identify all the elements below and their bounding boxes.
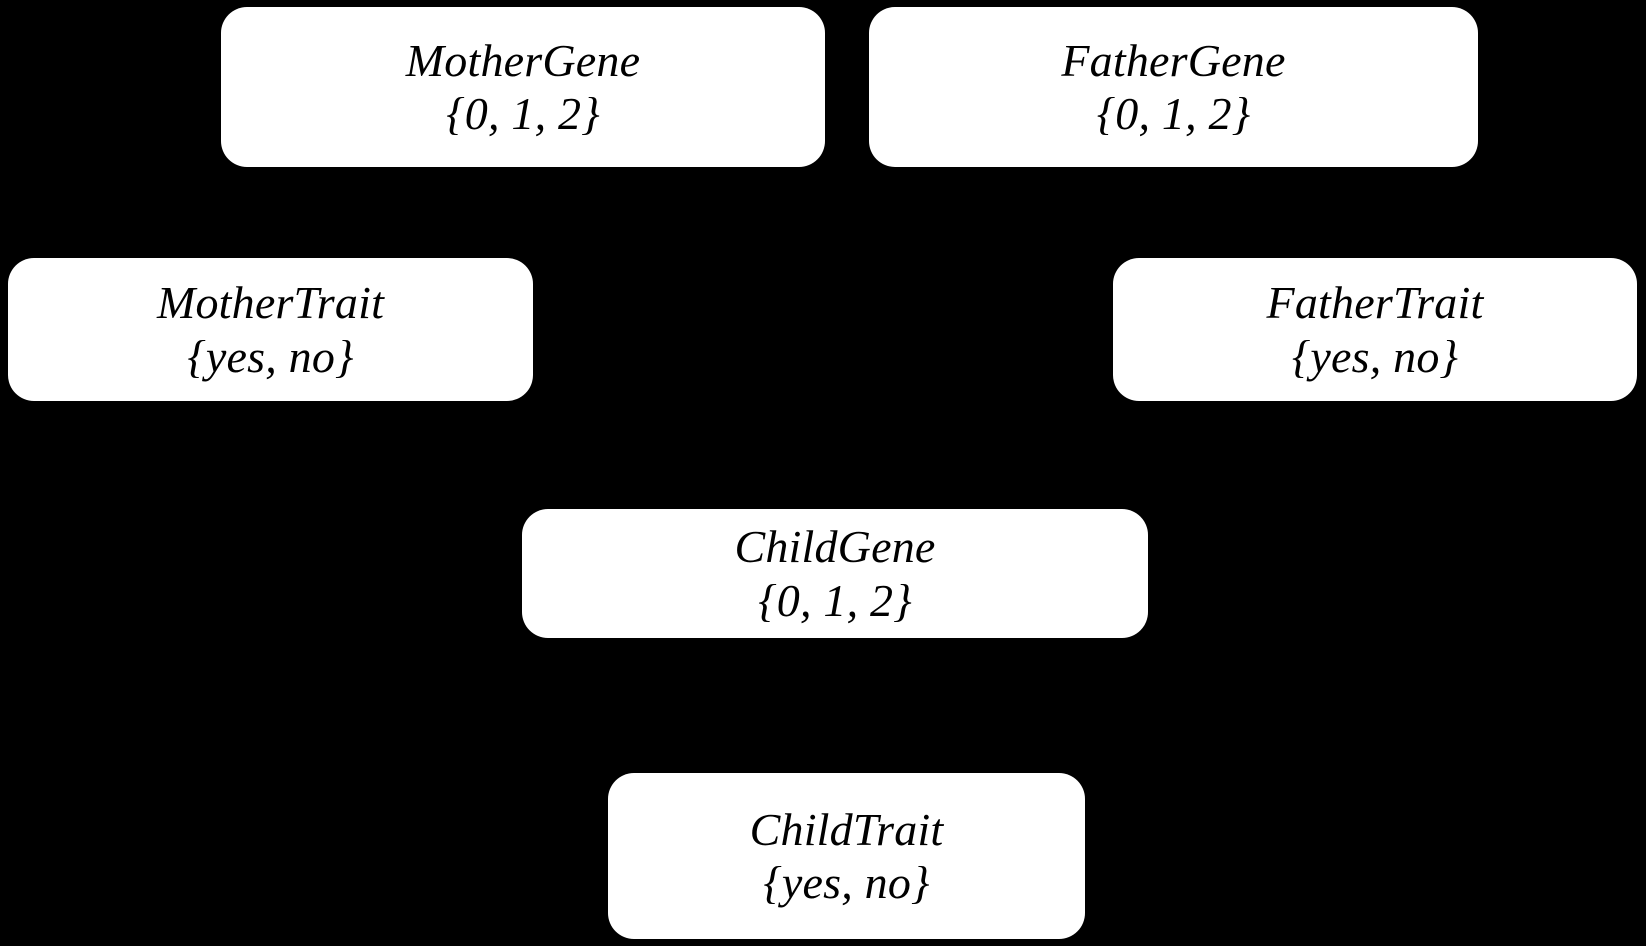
node-father-trait-domain: {yes, no} [1291, 330, 1459, 382]
node-child-gene-label: ChildGene [734, 521, 936, 573]
node-mother-gene-label: MotherGene [405, 34, 641, 86]
node-father-gene-label: FatherGene [1061, 34, 1286, 86]
node-child-trait[interactable]: ChildTrait {yes, no} [608, 773, 1085, 939]
node-mother-gene[interactable]: MotherGene {0, 1, 2} [221, 7, 825, 167]
node-mother-trait-domain: {yes, no} [187, 330, 354, 382]
node-father-trait-label: FatherTrait [1266, 277, 1484, 329]
node-mother-trait-label: MotherTrait [156, 277, 385, 329]
node-child-trait-label: ChildTrait [749, 803, 944, 855]
node-father-gene[interactable]: FatherGene {0, 1, 2} [869, 7, 1478, 167]
node-father-trait[interactable]: FatherTrait {yes, no} [1113, 258, 1637, 401]
node-mother-gene-domain: {0, 1, 2} [446, 88, 600, 139]
node-mother-trait[interactable]: MotherTrait {yes, no} [8, 258, 533, 401]
node-father-gene-domain: {0, 1, 2} [1096, 88, 1251, 139]
node-child-trait-domain: {yes, no} [763, 857, 930, 908]
node-child-gene-domain: {0, 1, 2} [758, 574, 912, 626]
node-child-gene[interactable]: ChildGene {0, 1, 2} [522, 509, 1148, 638]
